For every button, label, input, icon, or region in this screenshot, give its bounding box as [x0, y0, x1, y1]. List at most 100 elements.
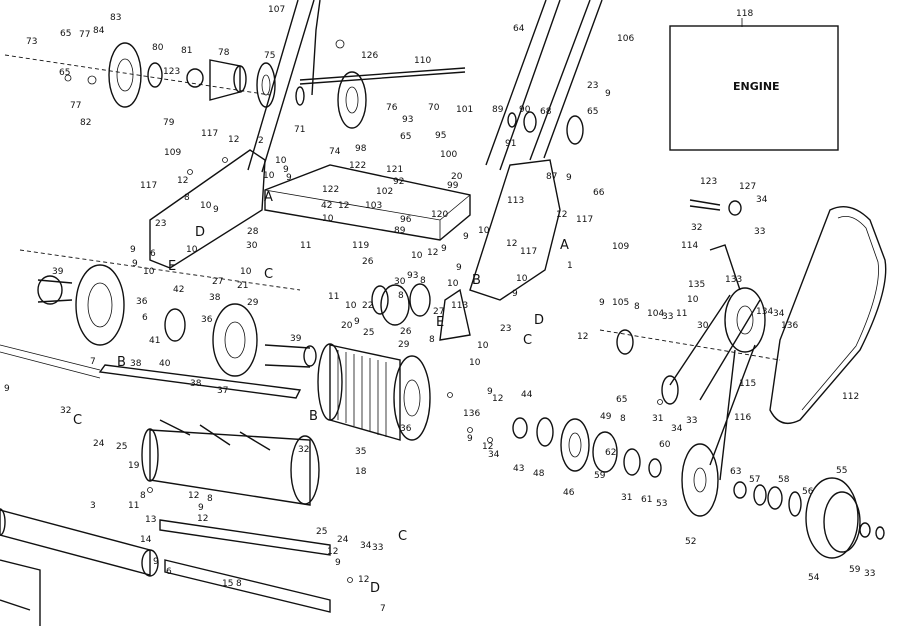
drive-wheel-center — [212, 303, 317, 377]
callout-label: 127 — [739, 182, 756, 192]
pulley-top-center — [295, 39, 466, 129]
callout-label: 64 — [513, 24, 525, 34]
callout-label: 57 — [749, 475, 760, 485]
callout-label: 25 — [316, 527, 327, 537]
callout-label: 33 — [686, 416, 697, 426]
callout-label: 12 — [482, 442, 493, 452]
callout-label: 65 — [59, 68, 70, 78]
callout-label: 34 — [488, 450, 500, 460]
callout-label: 12 — [228, 135, 239, 145]
callout-label: 21 — [237, 281, 248, 291]
drive-wheel-left — [19, 249, 301, 346]
callout-label: 36 — [136, 297, 148, 307]
callout-label: 70 — [428, 103, 440, 113]
callout-label: 27 — [433, 307, 444, 317]
callout-label: 100 — [440, 150, 457, 160]
callout-label: B — [309, 409, 318, 424]
callout-label: 91 — [505, 139, 516, 149]
callout-label: 134 — [756, 307, 773, 317]
callout-label: 33 — [754, 227, 765, 237]
callout-label: 81 — [181, 46, 192, 56]
callout-label: 136 — [463, 409, 480, 419]
callout-label: 10 — [322, 214, 334, 224]
callout-label: 92 — [393, 177, 404, 187]
callout-label: 12 — [492, 394, 503, 404]
callout-label: 116 — [734, 413, 751, 423]
callout-label: 8 — [620, 414, 626, 424]
callout-label: 9 — [605, 89, 611, 99]
callout-label: 29 — [398, 340, 410, 350]
callout-label: 77 — [79, 30, 90, 40]
callout-label: 46 — [563, 488, 575, 498]
callout-label: 83 — [110, 13, 121, 23]
callout-label: 38 — [130, 359, 142, 369]
callout-label: 54 — [808, 573, 820, 583]
callout-label: 33 — [372, 543, 383, 553]
callout-label: 120 — [431, 210, 448, 220]
callout-label: C — [398, 529, 407, 544]
callout-label: D — [195, 225, 205, 240]
callout-label: 89 — [492, 105, 504, 115]
callout-label: 12 — [338, 201, 349, 211]
callout-label: 10 — [411, 251, 423, 261]
callout-label: 32 — [60, 406, 71, 416]
callout-label: 27 — [212, 277, 223, 287]
callout-label: 34 — [360, 541, 372, 551]
callout-label: 11 — [300, 241, 311, 251]
callout-label: 42 — [173, 285, 184, 295]
callout-label: 71 — [294, 125, 305, 135]
callout-label: 14 — [140, 535, 152, 545]
callout-label: 38 — [190, 379, 202, 389]
callout-label: 25 — [363, 328, 374, 338]
callout-label: 10 — [263, 171, 275, 181]
callout-label: 36 — [400, 424, 412, 434]
callout-label: 9 — [335, 558, 341, 568]
callout-label: 30 — [394, 277, 406, 287]
callout-label: 9 — [487, 387, 493, 397]
callout-label: 9 — [463, 232, 469, 242]
callout-label: 6 — [142, 313, 148, 323]
callout-label: 38 — [209, 293, 221, 303]
callout-label: 32 — [298, 445, 309, 455]
callout-label: C — [73, 413, 82, 428]
callout-label: 65 — [587, 107, 598, 117]
callout-label: 9 — [286, 173, 292, 183]
callout-label: 9 — [130, 245, 136, 255]
callout-label: 31 — [652, 414, 663, 424]
callout-label: 12 — [197, 514, 208, 524]
callout-label: 98 — [355, 144, 367, 154]
callout-label: 9 — [456, 263, 462, 273]
callout-label: 10 — [478, 226, 490, 236]
callout-label: 76 — [386, 103, 398, 113]
callout-label: 9 — [467, 434, 473, 444]
callout-label: 9 — [4, 384, 10, 394]
callout-label: 62 — [605, 448, 616, 458]
engine-shaft — [689, 199, 742, 291]
belt-guard — [769, 206, 887, 424]
pulley-stack-right — [733, 477, 885, 559]
callout-label: 122 — [322, 185, 339, 195]
callout-label: 6 — [150, 249, 156, 259]
callout-label: 6 — [166, 567, 172, 577]
callout-label: 8 — [398, 291, 404, 301]
callout-label: 12 — [177, 176, 188, 186]
callout-label: 73 — [26, 37, 37, 47]
cutting-reel — [98, 364, 320, 506]
side-plate-right — [439, 159, 561, 341]
callout-label: 102 — [376, 187, 393, 197]
callout-label: 99 — [447, 181, 459, 191]
callout-label: 9 — [599, 298, 605, 308]
callout-label: 8 — [429, 335, 435, 345]
callout-label: 123 — [700, 177, 717, 187]
callout-label: 24 — [93, 439, 105, 449]
callout-label: 8 — [420, 276, 426, 286]
callout-label: 113 — [507, 196, 524, 206]
callout-label: 104 — [647, 309, 664, 319]
callout-label: 36 — [201, 315, 213, 325]
callout-label: 20 — [451, 172, 463, 182]
ribbed-roller — [317, 343, 431, 441]
callout-label: 12 — [506, 239, 517, 249]
gear-train — [512, 417, 719, 517]
callout-label: 7 — [90, 357, 96, 367]
